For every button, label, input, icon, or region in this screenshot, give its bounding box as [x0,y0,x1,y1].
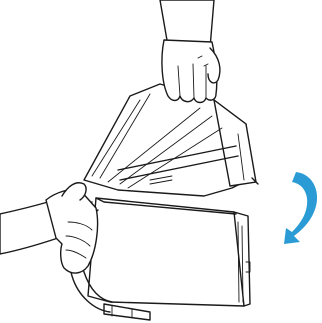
tilted-lid [84,84,258,196]
upper-hand [160,0,220,103]
rotate-clockwise-icon [284,172,317,244]
lower-hand [0,183,98,273]
